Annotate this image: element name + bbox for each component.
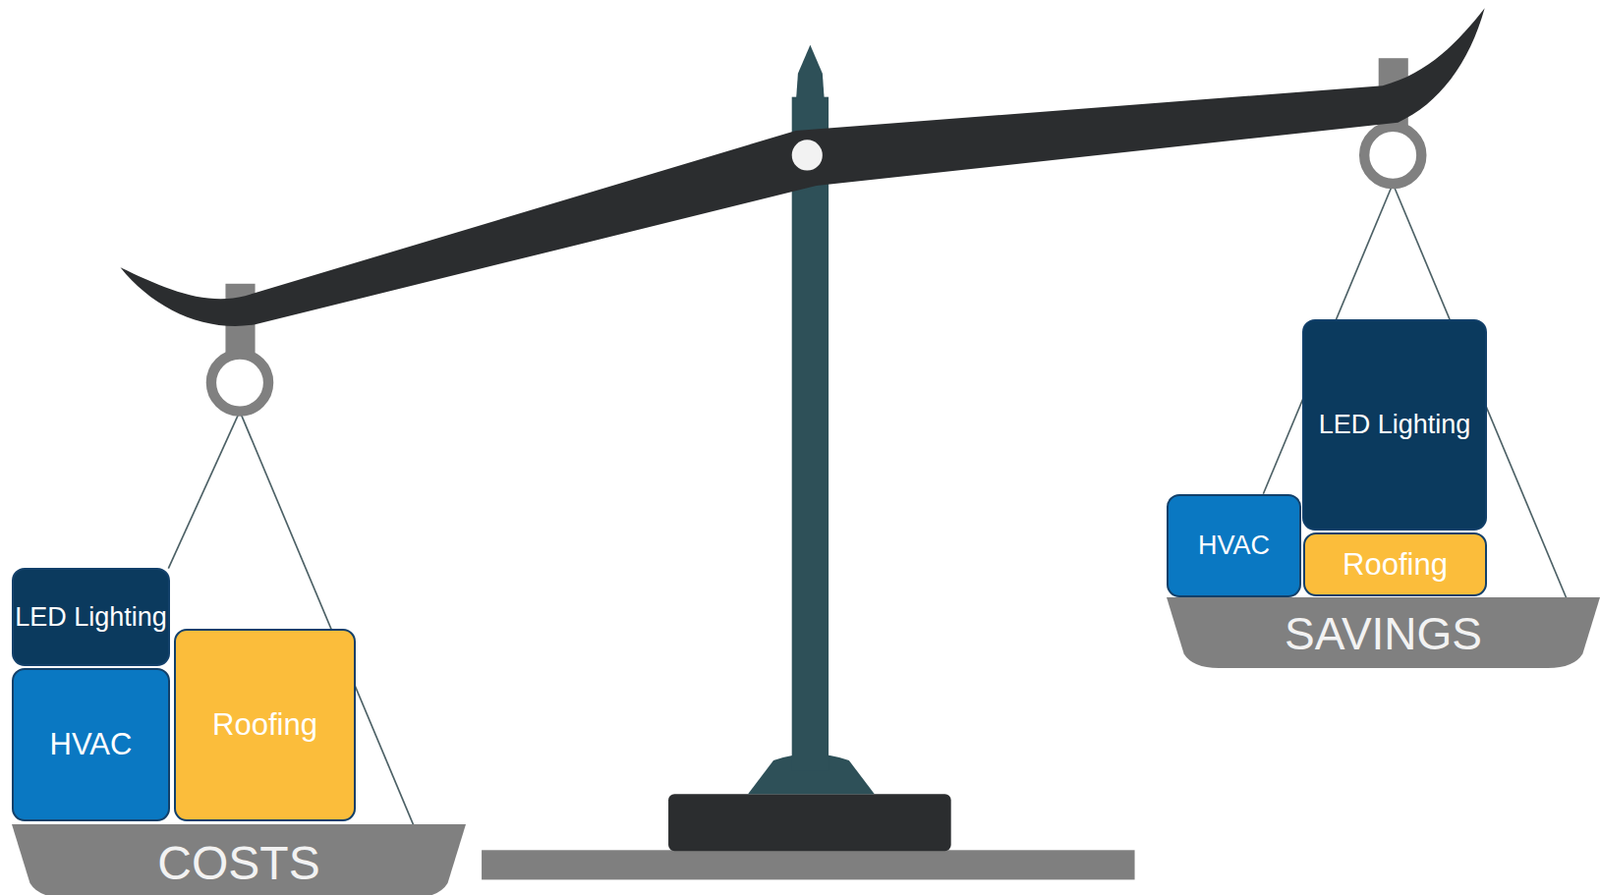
floor-bar	[481, 850, 1135, 880]
scale-base	[668, 794, 952, 852]
hanger-ring	[1364, 126, 1422, 184]
scale-pan: SAVINGS	[1166, 597, 1600, 669]
block-label: HVAC	[1198, 529, 1270, 562]
block-label: LED Lighting	[1318, 408, 1472, 441]
block-label: Roofing	[1342, 546, 1448, 583]
savings-block: HVAC	[1166, 494, 1302, 598]
cost-block: LED Lighting	[11, 568, 171, 667]
block-label: HVAC	[50, 726, 133, 763]
pan-label: SAVINGS	[1284, 607, 1483, 662]
scale-beam	[120, 7, 1486, 327]
pivot	[792, 139, 823, 171]
scale-post	[792, 97, 829, 772]
cost-block: HVAC	[11, 668, 171, 822]
post-finial	[796, 45, 825, 103]
pan-string	[168, 411, 240, 570]
cost-block: Roofing	[173, 628, 356, 822]
pan-label: COSTS	[157, 835, 320, 893]
hanger-ring	[211, 353, 269, 411]
savings-block: LED Lighting	[1302, 319, 1487, 531]
savings-block: Roofing	[1303, 532, 1487, 597]
block-label: LED Lighting	[14, 601, 168, 633]
block-label: Roofing	[212, 706, 318, 743]
scale-pan: COSTS	[11, 824, 466, 895]
